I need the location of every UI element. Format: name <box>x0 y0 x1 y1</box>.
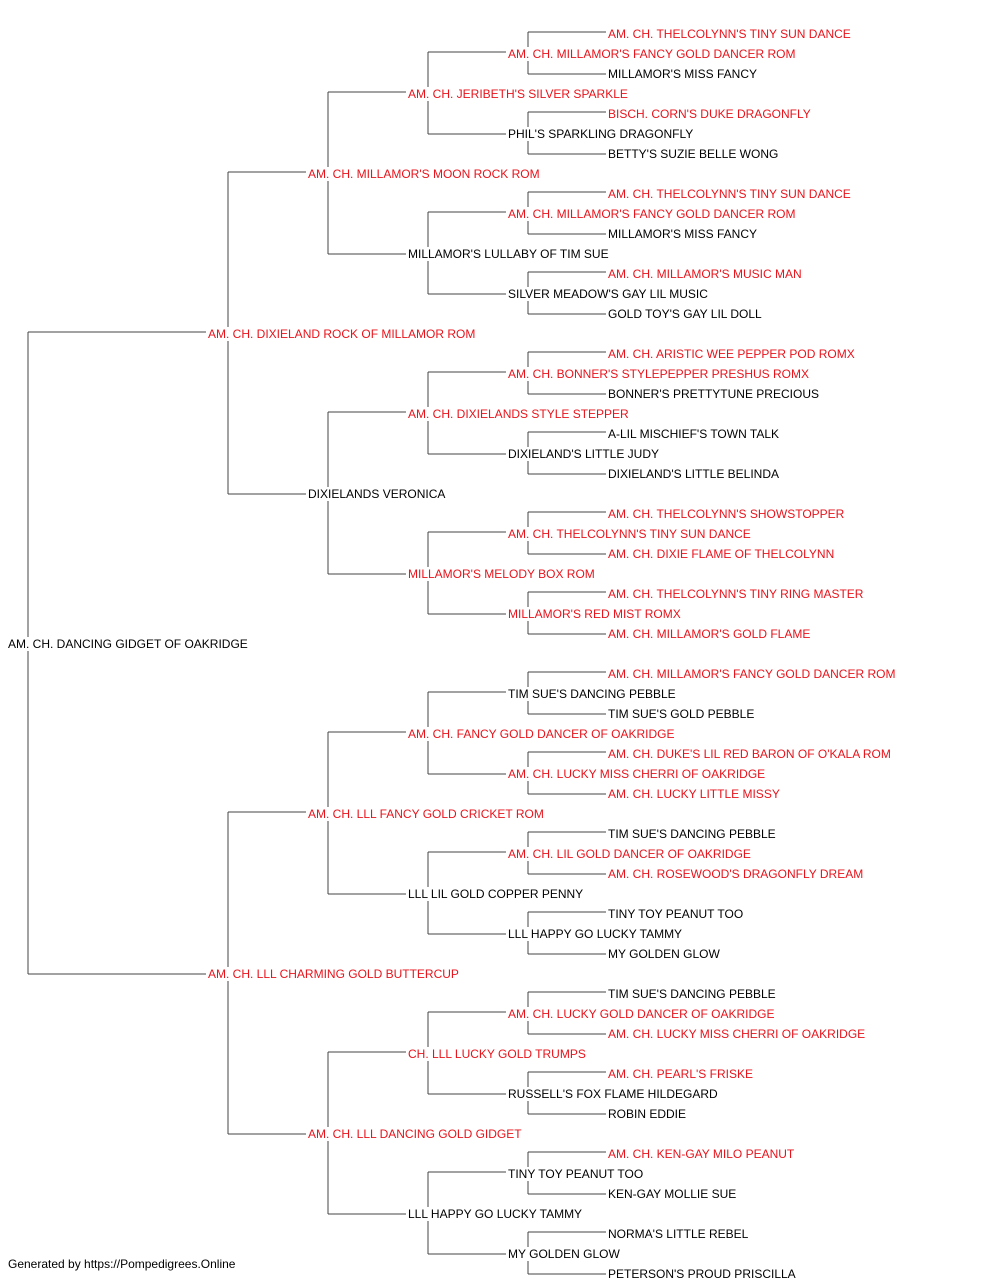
ancestor-name-gen-4: AM. CH. LUCKY GOLD DANCER OF OAKRIDGE <box>508 1007 775 1021</box>
ancestor-name-gen-4: TINY TOY PEANUT TOO <box>508 1167 644 1181</box>
ancestor-name-gen-3: LLL LIL GOLD COPPER PENNY <box>408 887 584 901</box>
ancestor-name-gen-5: MILLAMOR'S MISS FANCY <box>608 227 757 241</box>
ancestor-name-gen-5: AM. CH. KEN-GAY MILO PEANUT <box>608 1147 795 1161</box>
ancestor-name-gen-5: ROBIN EDDIE <box>608 1107 687 1121</box>
ancestor-name-gen-5: DIXIELAND'S LITTLE BELINDA <box>608 467 780 481</box>
ancestor-name-gen-5: KEN-GAY MOLLIE SUE <box>608 1187 737 1201</box>
ancestor-name-gen-2: AM. CH. LLL DANCING GOLD GIDGET <box>308 1127 522 1141</box>
subject-dog-name: AM. CH. DANCING GIDGET OF OAKRIDGE <box>8 637 248 651</box>
ancestor-name-gen-5: AM. CH. LUCKY MISS CHERRI OF OAKRIDGE <box>608 1027 866 1041</box>
ancestor-name-gen-1: AM. CH. LLL CHARMING GOLD BUTTERCUP <box>208 967 459 981</box>
ancestor-name-gen-3: MILLAMOR'S LULLABY OF TIM SUE <box>408 247 609 261</box>
ancestor-name-gen-4: AM. CH. BONNER'S STYLEPEPPER PRESHUS ROM… <box>508 367 810 381</box>
ancestor-name-gen-3: AM. CH. JERIBETH'S SILVER SPARKLE <box>408 87 628 101</box>
ancestor-name-gen-4: MY GOLDEN GLOW <box>508 1247 620 1261</box>
ancestor-name-gen-3: LLL HAPPY GO LUCKY TAMMY <box>408 1207 583 1221</box>
ancestor-name-gen-5: TIM SUE'S DANCING PEBBLE <box>608 827 776 841</box>
ancestor-name-gen-4: LLL HAPPY GO LUCKY TAMMY <box>508 927 683 941</box>
ancestor-name-gen-5: PETERSON'S PROUD PRISCILLA <box>608 1267 796 1281</box>
ancestor-name-gen-5: NORMA'S LITTLE REBEL <box>608 1227 749 1241</box>
ancestor-name-gen-2: AM. CH. LLL FANCY GOLD CRICKET ROM <box>308 807 544 821</box>
ancestor-name-gen-5: BETTY'S SUZIE BELLE WONG <box>608 147 779 161</box>
ancestor-name-gen-3: MILLAMOR'S MELODY BOX ROM <box>408 567 595 581</box>
ancestor-name-gen-4: PHIL'S SPARKLING DRAGONFLY <box>508 127 694 141</box>
ancestor-name-gen-2: DIXIELANDS VERONICA <box>308 487 446 501</box>
ancestor-name-gen-5: AM. CH. MILLAMOR'S FANCY GOLD DANCER ROM <box>608 667 896 681</box>
ancestor-name-gen-5: AM. CH. THELCOLYNN'S TINY SUN DANCE <box>608 27 851 41</box>
ancestor-name-gen-5: MILLAMOR'S MISS FANCY <box>608 67 757 81</box>
ancestor-name-gen-3: CH. LLL LUCKY GOLD TRUMPS <box>408 1047 586 1061</box>
ancestor-name-gen-5: AM. CH. THELCOLYNN'S TINY SUN DANCE <box>608 187 851 201</box>
ancestor-name-gen-4: RUSSELL'S FOX FLAME HILDEGARD <box>508 1087 718 1101</box>
ancestor-name-gen-1: AM. CH. DIXIELAND ROCK OF MILLAMOR ROM <box>208 327 476 341</box>
ancestor-name-gen-5: GOLD TOY'S GAY LIL DOLL <box>608 307 762 321</box>
ancestor-name-gen-4: SILVER MEADOW'S GAY LIL MUSIC <box>508 287 708 301</box>
ancestor-name-gen-4: AM. CH. MILLAMOR'S FANCY GOLD DANCER ROM <box>508 207 796 221</box>
ancestor-name-gen-2: AM. CH. MILLAMOR'S MOON ROCK ROM <box>308 167 540 181</box>
generated-by-footer: Generated by https://Pompedigrees.Online <box>8 1257 236 1271</box>
ancestor-name-gen-5: TIM SUE'S GOLD PEBBLE <box>608 707 755 721</box>
ancestor-name-gen-3: AM. CH. FANCY GOLD DANCER OF OAKRIDGE <box>408 727 675 741</box>
ancestor-name-gen-4: DIXIELAND'S LITTLE JUDY <box>508 447 659 461</box>
ancestor-name-gen-5: AM. CH. DUKE'S LIL RED BARON OF O'KALA R… <box>608 747 891 761</box>
ancestor-name-gen-5: A-LIL MISCHIEF'S TOWN TALK <box>608 427 779 441</box>
ancestor-name-gen-4: TIM SUE'S DANCING PEBBLE <box>508 687 676 701</box>
ancestor-name-gen-5: BONNER'S PRETTYTUNE PRECIOUS <box>608 387 819 401</box>
ancestor-name-gen-5: AM. CH. THELCOLYNN'S SHOWSTOPPER <box>608 507 845 521</box>
ancestor-name-gen-3: AM. CH. DIXIELANDS STYLE STEPPER <box>408 407 629 421</box>
ancestor-name-gen-4: AM. CH. LIL GOLD DANCER OF OAKRIDGE <box>508 847 751 861</box>
ancestor-name-gen-5: AM. CH. ROSEWOOD'S DRAGONFLY DREAM <box>608 867 864 881</box>
ancestor-name-gen-5: MY GOLDEN GLOW <box>608 947 720 961</box>
ancestor-name-gen-5: TIM SUE'S DANCING PEBBLE <box>608 987 776 1001</box>
ancestor-name-gen-5: AM. CH. THELCOLYNN'S TINY RING MASTER <box>608 587 864 601</box>
ancestor-name-gen-4: AM. CH. LUCKY MISS CHERRI OF OAKRIDGE <box>508 767 766 781</box>
ancestor-name-gen-5: BISCH. CORN'S DUKE DRAGONFLY <box>608 107 811 121</box>
ancestor-name-gen-5: AM. CH. DIXIE FLAME OF THELCOLYNN <box>608 547 835 561</box>
ancestor-name-gen-4: AM. CH. MILLAMOR'S FANCY GOLD DANCER ROM <box>508 47 796 61</box>
ancestor-name-gen-5: AM. CH. MILLAMOR'S GOLD FLAME <box>608 627 811 641</box>
ancestor-name-gen-5: AM. CH. ARISTIC WEE PEPPER POD ROMX <box>608 347 855 361</box>
ancestor-name-gen-5: AM. CH. PEARL'S FRISKE <box>608 1067 753 1081</box>
ancestor-name-gen-4: AM. CH. THELCOLYNN'S TINY SUN DANCE <box>508 527 751 541</box>
ancestor-name-gen-5: TINY TOY PEANUT TOO <box>608 907 744 921</box>
ancestor-name-gen-5: AM. CH. MILLAMOR'S MUSIC MAN <box>608 267 802 281</box>
ancestor-name-gen-4: MILLAMOR'S RED MIST ROMX <box>508 607 681 621</box>
ancestor-name-gen-5: AM. CH. LUCKY LITTLE MISSY <box>608 787 780 801</box>
